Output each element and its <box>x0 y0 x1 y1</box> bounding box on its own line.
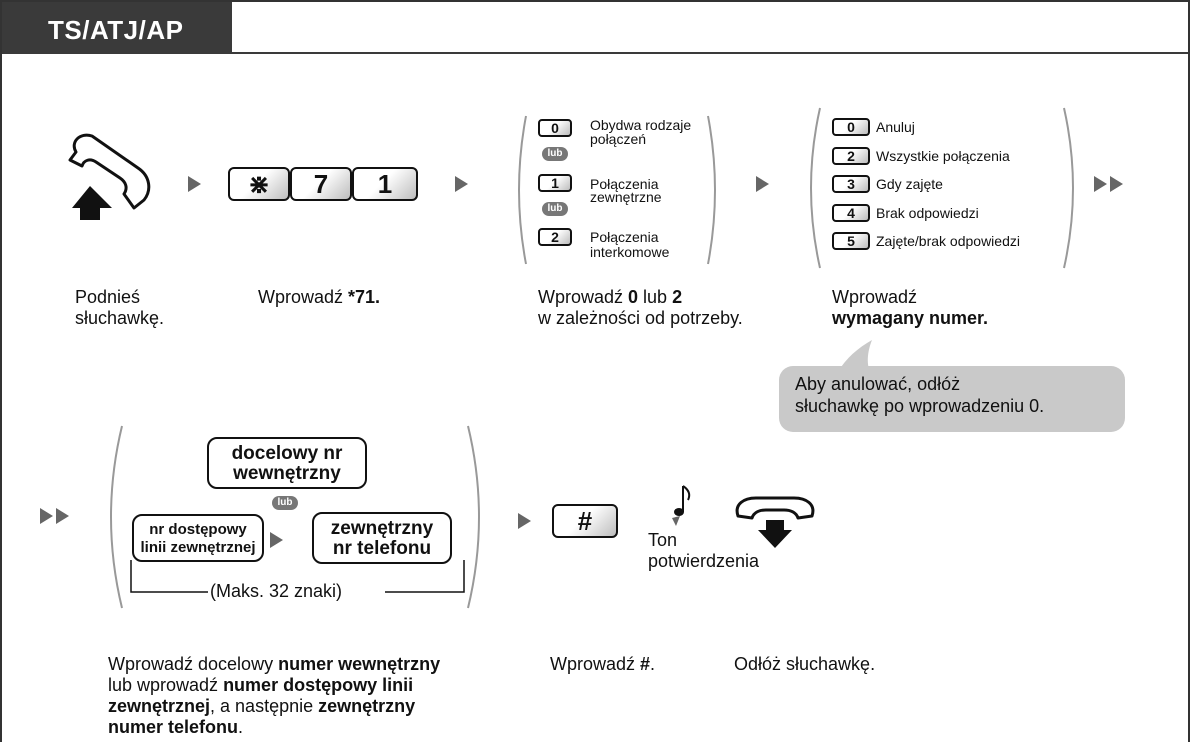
step4-brackets <box>810 107 1074 269</box>
row2-caption-b2: numer dostępowy linii <box>223 675 414 695</box>
step1-caption: Podnieś słuchawkę. <box>75 287 164 329</box>
cancel-callout <box>779 366 1125 432</box>
arrow-3 <box>756 176 769 192</box>
step3-caption-bold2: 2 <box>672 287 683 307</box>
step2-caption-prefix: Wprowadź <box>258 287 349 307</box>
callout-line1: Aby anulować, odłóż <box>795 374 961 394</box>
step4-caption-bold: wymagany numer. <box>832 308 989 328</box>
option-0-label-line2: połączeń <box>590 131 647 147</box>
max-digits-bracket <box>130 560 465 593</box>
hash-caption-bold: # <box>640 654 651 674</box>
option-key-1: 1 <box>538 174 572 192</box>
or-badge: lub <box>542 202 568 216</box>
option-key-2: 2 <box>538 228 572 246</box>
arrow-2 <box>455 176 468 192</box>
row2-caption-b4: zewnętrzny <box>318 696 416 716</box>
step3-caption-bold1: 0 <box>628 287 639 307</box>
step1-caption-line1: Podnieś <box>75 287 141 307</box>
hash-caption-prefix: Wprowadź <box>550 654 641 674</box>
step1-caption-line2: słuchawkę. <box>75 308 165 328</box>
option-2-label-line2: interkomowe <box>590 244 670 260</box>
mode-key-2: 2 <box>832 147 870 165</box>
step3-caption: Wprowadź 0 lub 2 w zależności od potrzeb… <box>538 287 743 329</box>
mode-key-4: 4 <box>832 204 870 222</box>
hash-caption-suffix: . <box>650 654 656 674</box>
row2-caption-p3: , a następnie <box>210 696 319 716</box>
step3-brackets <box>518 115 716 265</box>
double-arrow-a <box>1094 176 1107 192</box>
mode-key-0: 0 <box>832 118 870 136</box>
header-tab: TS/ATJ/AP <box>2 2 232 54</box>
line-access-box: nr dostępowy linii zewnętrznej <box>132 514 264 562</box>
mode-label-5: Zajęte/brak odpowiedzi <box>876 233 1020 249</box>
step3-caption-mid: lub <box>638 287 673 307</box>
tone-line2: potwierdzenia <box>648 551 760 571</box>
arrow-1 <box>188 176 201 192</box>
step2-caption: Wprowadź *71. <box>258 287 380 308</box>
destination-extension-line2: wewnętrzny <box>233 463 341 484</box>
key-hash: # <box>552 504 618 538</box>
mode-key-5: 5 <box>832 232 870 250</box>
option-0-label-line1: Obydwa rodzaje <box>590 117 692 133</box>
option-key-0: 0 <box>538 119 572 137</box>
music-note-icon <box>672 485 691 526</box>
header-title: TS/ATJ/AP <box>48 15 184 45</box>
double-arrow-b <box>1110 176 1123 192</box>
mode-label-4: Brak odpowiedzi <box>876 205 979 221</box>
tone-caption: Ton potwierdzenia <box>648 530 759 572</box>
or-badge: lub <box>272 496 298 510</box>
or-badge: lub <box>542 147 568 161</box>
callout-pointer <box>838 340 872 372</box>
row2-caption-p4: . <box>238 717 244 737</box>
outside-number-box: zewnętrzny nr telefonu <box>312 512 452 564</box>
destination-extension-line1: docelowy nr <box>231 443 343 464</box>
double-arrow-d <box>56 508 69 524</box>
max-digits-note: (Maks. 32 znaki) <box>208 581 345 602</box>
row2-caption-p2: lub wprowadź <box>108 675 224 695</box>
row2-caption-p1: Wprowadź docelowy <box>108 654 279 674</box>
option-1-label-line1: Połączenia <box>590 176 659 192</box>
line-access-line2: linii zewnętrznej <box>140 539 256 556</box>
outside-number-line2: nr telefonu <box>332 538 432 559</box>
key-1: 1 <box>352 167 418 201</box>
double-arrow-c <box>40 508 53 524</box>
destination-extension-box: docelowy nr wewnętrzny <box>207 437 367 489</box>
row2-caption: Wprowadź docelowy numer wewnętrzny lub w… <box>108 654 440 738</box>
step2-caption-bold: *71. <box>348 287 381 307</box>
step4-caption: Wprowadź wymagany numer. <box>832 287 988 329</box>
key-7: 7 <box>290 167 352 201</box>
handset-off-hook-icon <box>68 133 151 220</box>
cancel-callout-text: Aby anulować, odłóż słuchawkę po wprowad… <box>795 373 1044 417</box>
option-1-label-line2: zewnętrzne <box>590 189 662 205</box>
destination-brackets <box>110 425 480 609</box>
row2-caption-b3: zewnętrznej <box>108 696 211 716</box>
mode-label-2: Wszystkie połączenia <box>876 148 1010 164</box>
key-star: ⋇ <box>228 167 290 201</box>
outside-number-line1: zewnętrzny <box>330 518 434 539</box>
step3-caption-line2: w zależności od potrzeby. <box>538 308 743 328</box>
callout-line2: słuchawkę po wprowadzeniu 0. <box>795 396 1045 416</box>
header-rule <box>2 52 1188 54</box>
hash-caption: Wprowadź #. <box>550 654 655 675</box>
option-2-label-line1: Połączenia <box>590 229 659 245</box>
arrow-inner <box>270 532 283 548</box>
hangup-caption: Odłóż słuchawkę. <box>734 654 876 674</box>
mode-key-3: 3 <box>832 175 870 193</box>
row2-caption-b1: numer wewnętrzny <box>278 654 441 674</box>
row2-caption-b5: numer telefonu <box>108 717 239 737</box>
step4-caption-line1: Wprowadź <box>832 287 918 307</box>
mode-label-0: Anuluj <box>876 119 915 135</box>
arrow-4 <box>518 513 531 529</box>
mode-label-3: Gdy zajęte <box>876 176 943 192</box>
handset-on-hook-icon <box>735 496 815 548</box>
line-access-line1: nr dostępowy <box>149 521 247 538</box>
tone-line1: Ton <box>648 530 678 550</box>
step3-caption-prefix: Wprowadź <box>538 287 629 307</box>
